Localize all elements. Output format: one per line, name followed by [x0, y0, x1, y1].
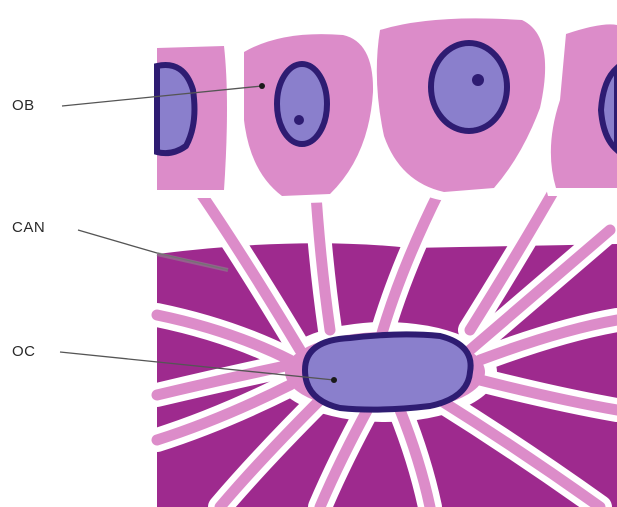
- osteoblast-nucleus: [157, 65, 194, 153]
- osteocyte-nucleus: [305, 334, 471, 409]
- osteoblast-nucleus: [277, 64, 327, 144]
- ob-pointer-dot: [259, 83, 265, 89]
- label-ob: OB: [12, 97, 35, 114]
- nucleolus: [294, 115, 304, 125]
- label-oc: OC: [12, 343, 36, 360]
- label-can: CAN: [12, 219, 45, 236]
- osteoblast-nucleus: [431, 43, 507, 131]
- oc-pointer-dot: [331, 377, 337, 383]
- nucleolus: [472, 74, 484, 86]
